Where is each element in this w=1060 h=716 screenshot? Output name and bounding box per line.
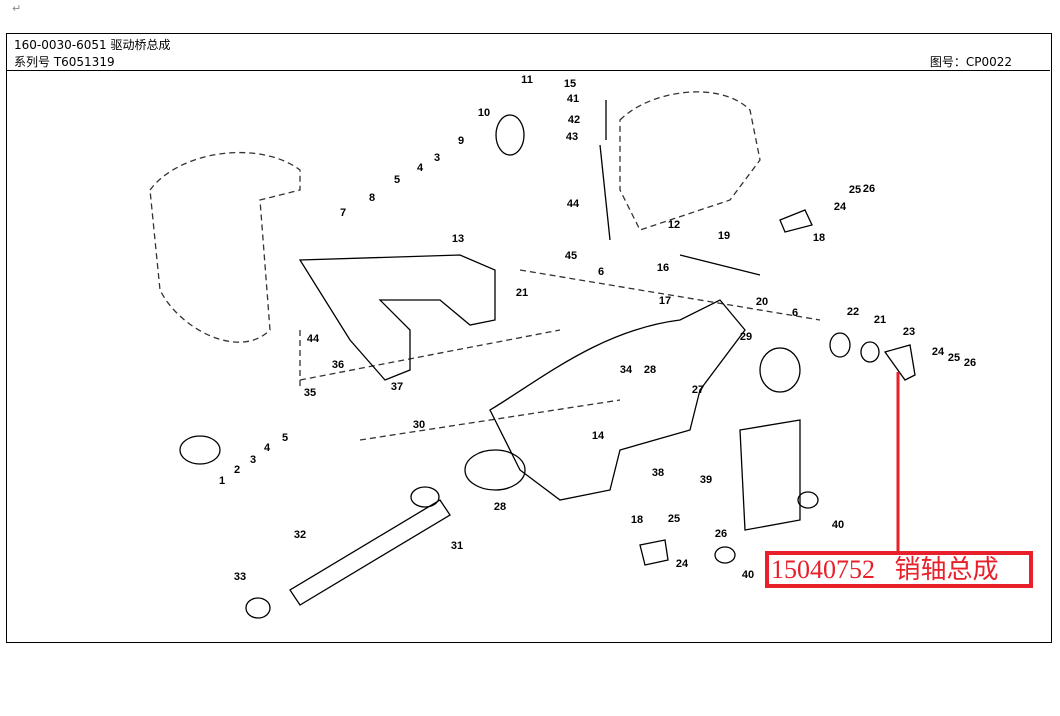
part-number-label: 22	[846, 306, 860, 318]
part-number-label: 33	[233, 571, 247, 583]
part-number-label: 29	[739, 331, 753, 343]
part-number-label: 7	[339, 207, 347, 219]
part-number-label: 26	[963, 357, 977, 369]
part-number-label: 6	[791, 307, 799, 319]
part-number-label: 2	[233, 464, 241, 476]
part-number-label: 37	[390, 381, 404, 393]
part-number-label: 44	[306, 333, 320, 345]
part-number-label: 25	[848, 184, 862, 196]
part-number-label: 21	[873, 314, 887, 326]
part-number-label: 25	[667, 513, 681, 525]
part-number-label: 17	[658, 295, 672, 307]
part-number-label: 32	[293, 529, 307, 541]
part-number-label: 27	[691, 384, 705, 396]
part-number-label: 28	[643, 364, 657, 376]
part-number-label: 43	[565, 131, 579, 143]
part-number-label: 14	[591, 430, 605, 442]
part-number-label: 21	[515, 287, 529, 299]
part-number-label: 3	[249, 454, 257, 466]
part-number-label: 23	[902, 326, 916, 338]
part-number-label: 1	[218, 475, 226, 487]
drawing-number: 图号：CP0022	[929, 55, 1012, 69]
part-callout-box: 15040752 销轴总成	[765, 551, 1033, 588]
part-number-label: 6	[597, 266, 605, 278]
part-number-label: 40	[831, 519, 845, 531]
document-table	[6, 33, 1052, 643]
part-number-label: 13	[451, 233, 465, 245]
series-number: 系列号 T6051319	[14, 55, 115, 69]
part-number-label: 44	[566, 198, 580, 210]
part-number-label: 26	[714, 528, 728, 540]
part-number-label: 36	[331, 359, 345, 371]
part-number-label: 9	[457, 135, 465, 147]
part-number-label: 38	[651, 467, 665, 479]
part-number-label: 40	[741, 569, 755, 581]
part-number-label: 41	[566, 93, 580, 105]
part-number-label: 18	[812, 232, 826, 244]
assembly-title: 160-0030-6051 驱动桥总成	[14, 38, 171, 52]
part-number-label: 25	[947, 352, 961, 364]
part-number-label: 35	[303, 387, 317, 399]
part-number-label: 45	[564, 250, 578, 262]
part-number-label: 39	[699, 474, 713, 486]
part-number-label: 34	[619, 364, 633, 376]
part-number-label: 19	[717, 230, 731, 242]
table-header: 160-0030-6051 驱动桥总成 系列号 T6051319 图号：CP00…	[6, 33, 1050, 71]
part-number-label: 15	[563, 78, 577, 90]
part-number-label: 3	[433, 152, 441, 164]
part-number-label: 24	[675, 558, 689, 570]
part-number-label: 28	[493, 501, 507, 513]
part-number-label: 18	[630, 514, 644, 526]
part-number-label: 11	[521, 74, 533, 86]
part-number-label: 5	[393, 174, 401, 186]
part-number-label: 10	[477, 107, 491, 119]
part-number-label: 16	[656, 262, 670, 274]
part-number-label: 8	[368, 192, 376, 204]
part-number-label: 4	[263, 442, 271, 454]
part-number-label: 20	[755, 296, 769, 308]
part-number-label: 24	[931, 346, 945, 358]
part-number-label: 42	[567, 114, 581, 126]
part-number-label: 5	[281, 432, 289, 444]
part-number-label: 26	[862, 183, 876, 195]
part-number-label: 31	[450, 540, 464, 552]
paragraph-mark: ↵	[12, 2, 22, 15]
part-number-label: 4	[416, 162, 424, 174]
part-number-label: 24	[833, 201, 847, 213]
part-number-label: 30	[412, 419, 426, 431]
part-number-label: 12	[667, 219, 681, 231]
